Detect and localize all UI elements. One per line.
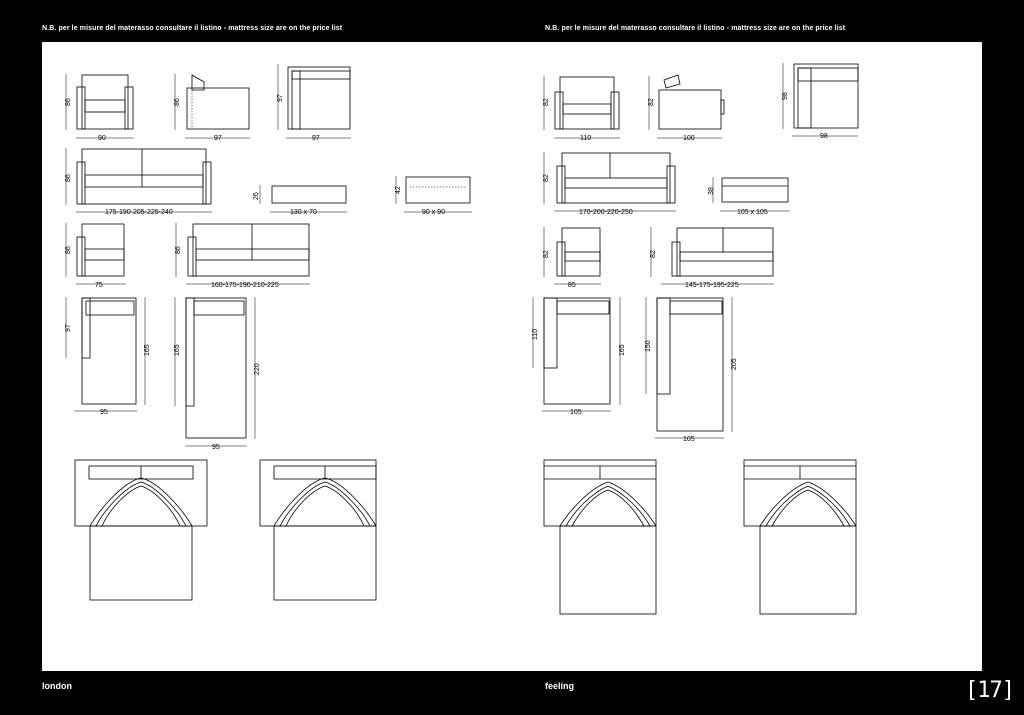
model-name-feeling: feeling [545,681,575,691]
mattress-note-left: N.B. per le misure del materasso consult… [42,25,343,32]
page-number: [17] [965,678,1015,703]
dim-feeling-h82c: 82 [543,174,550,182]
dim-london-w90: 90 [98,135,106,142]
london-chair-end [65,223,126,285]
technical-drawing-sheet: 86 90 86 97 97 97 86 175-190-205-225-240… [42,42,982,671]
dim-london-h86d: 86 [65,246,72,254]
dim-feeling-h82b: 82 [648,98,655,106]
feeling-chaise-long [645,297,733,439]
dim-london-h97b: 97 [65,324,72,332]
dim-london-h165b: 165 [174,344,181,356]
dim-feeling-w98: 98 [820,133,828,140]
dim-london-w130: 130 x 70 [290,209,317,216]
dim-london-h165a: 165 [144,344,151,356]
london-chaise-short [65,297,146,412]
dim-feeling-h38: 38 [708,187,715,195]
dim-feeling-w-corner: 145-175-195-225 [685,282,739,289]
feeling-sofa-front [543,152,676,212]
dim-feeling-w105a: 105 [570,409,582,416]
dim-feeling-h82e: 82 [650,250,657,258]
dim-london-w-sofa: 175-190-205-225-240 [105,209,173,216]
london-sofa-corner [175,223,310,285]
dim-feeling-w105x105: 105 x 105 [737,209,768,216]
london-sofa-front [65,148,212,213]
feeling-chair-end [543,227,601,285]
dim-feeling-h165: 165 [619,344,626,356]
london-pouf-square [395,176,472,213]
dim-london-h97: 97 [277,94,284,102]
feeling-armchair-side [648,74,725,139]
model-name-london: london [42,681,72,691]
dim-feeling-h98: 98 [782,92,789,100]
london-corner-top [277,64,351,139]
mattress-note-right: N.B. per le misure del materasso consult… [545,25,846,32]
feeling-chaise-short [532,297,621,412]
dim-london-h86a: 86 [65,98,72,106]
dim-london-w97a: 97 [214,135,222,142]
dim-feeling-w-sofa: 170-200-220-250 [579,209,633,216]
dim-london-w75: 75 [95,282,103,289]
dim-london-h86b: 86 [174,98,181,106]
dim-london-w97b: 97 [312,135,320,142]
london-bed-open-2 [259,459,377,601]
feeling-armchair-front [543,76,620,139]
london-pouf-rect [259,185,347,213]
dim-feeling-w110: 110 [580,135,591,142]
dim-feeling-h82d: 82 [543,250,550,258]
dim-feeling-w100: 100 [683,135,695,142]
feeling-pouf [712,177,790,212]
dim-london-h86e: 86 [175,246,182,254]
dim-london-h42: 42 [395,186,402,194]
london-chaise-long [174,297,256,447]
dim-london-h220: 220 [254,363,261,375]
feeling-bed-open-1 [543,459,657,615]
dim-feeling-h110: 110 [532,329,539,340]
feeling-corner-top [782,63,859,137]
dim-london-w90x90: 90 x 90 [422,209,445,216]
dim-feeling-h82a: 82 [543,98,550,106]
dim-feeling-h150: 150 [645,340,652,352]
dim-feeling-w85: 85 [568,282,576,289]
dim-london-w95a: 95 [100,409,108,416]
dim-feeling-w105b: 105 [683,436,695,443]
dim-london-w-corner: 160-175-190-210-225 [211,282,279,289]
london-bed-open-1 [74,459,208,601]
london-armchair-front [65,74,134,139]
feeling-bed-open-2 [743,459,857,615]
dim-london-h26: 26 [253,192,260,200]
london-armchair-side [174,74,250,139]
dim-feeling-h205: 205 [731,358,738,370]
dim-london-w95b: 95 [212,444,220,451]
feeling-sofa-corner [650,227,774,285]
technical-drawings: 86 90 86 97 97 97 86 175-190-205-225-240… [65,63,859,615]
dim-london-h86c: 86 [65,174,72,182]
